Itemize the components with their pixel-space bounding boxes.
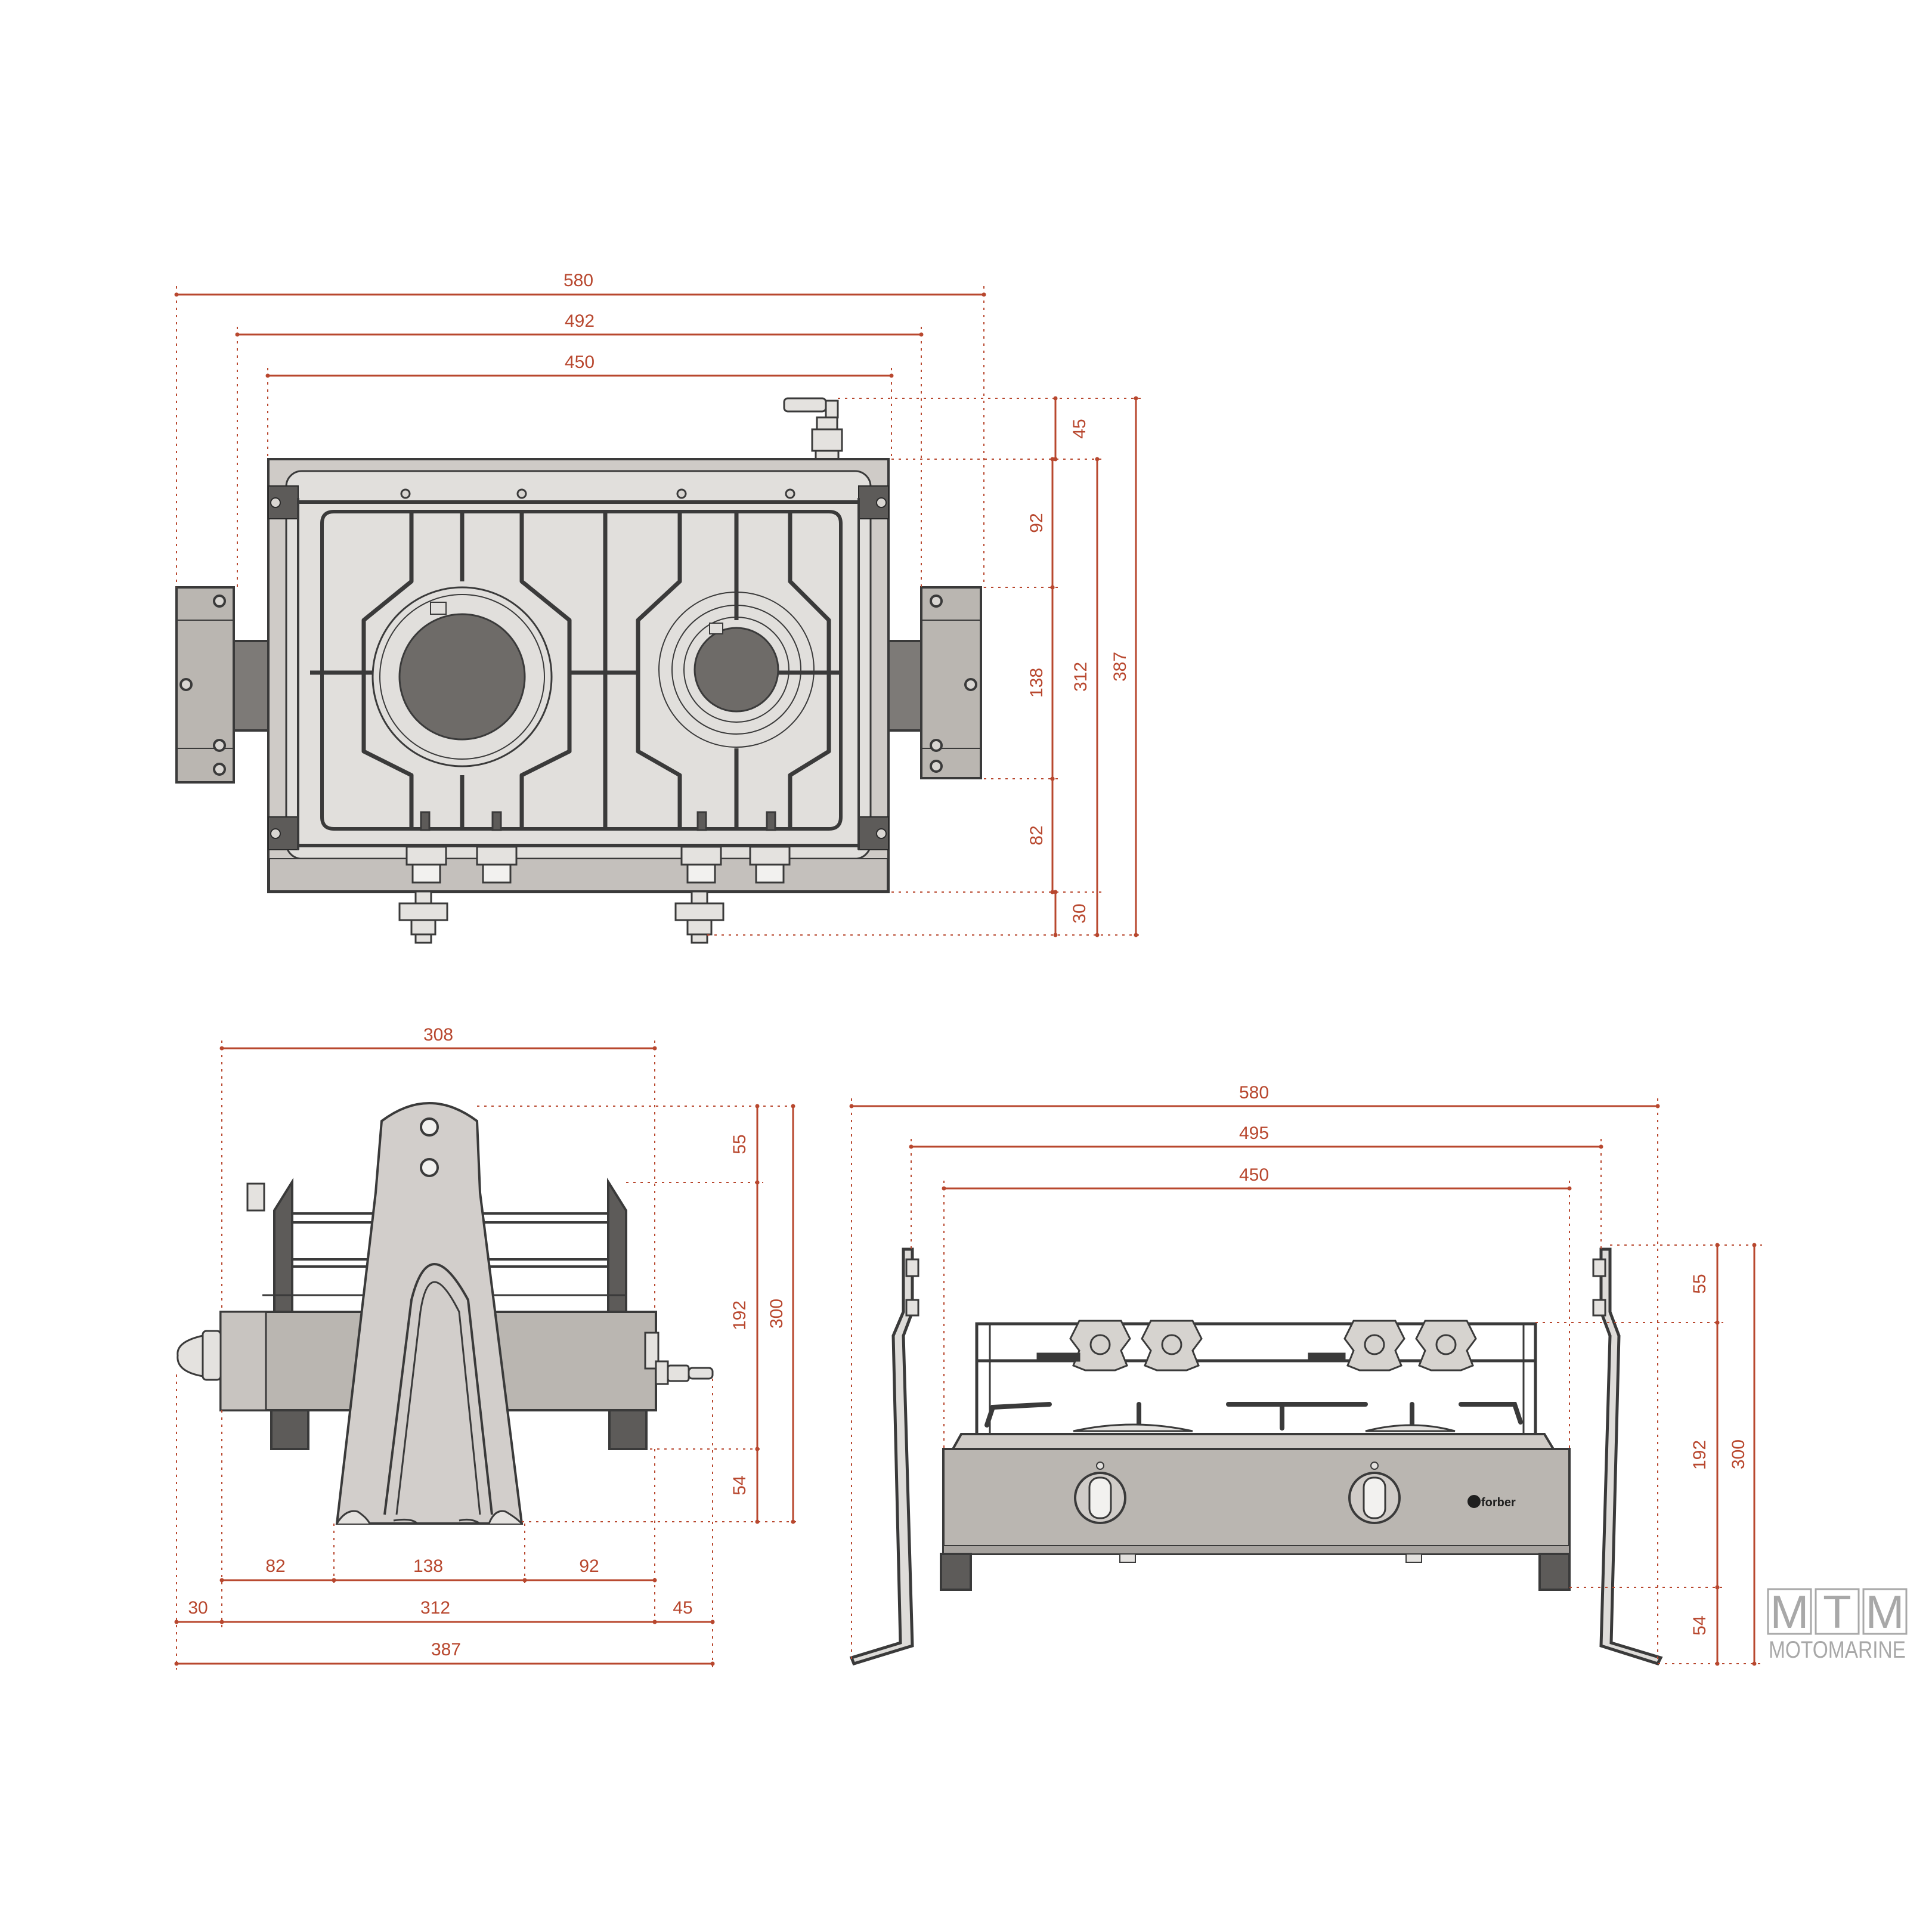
front-body xyxy=(940,1433,1571,1591)
side-view: 308 55 192 54 300 82 138 92 30 312 45 38… xyxy=(174,1025,799,1670)
left-gimbal-bracket xyxy=(175,586,271,784)
side-height-bottom: 54 xyxy=(730,1475,750,1495)
front-height-bottom: 54 xyxy=(1690,1615,1710,1635)
right-gimbal-bracket xyxy=(887,586,982,779)
logo-letter-2: T xyxy=(1823,1586,1852,1638)
front-width-frame: 495 xyxy=(1239,1123,1269,1143)
brand-label-text: forber xyxy=(1481,1496,1516,1509)
top-width-overall: 580 xyxy=(564,271,593,290)
side-gimbal-bracket xyxy=(335,1102,524,1525)
top-depth-hob: 312 xyxy=(1071,662,1091,692)
side-height-top: 55 xyxy=(730,1134,750,1154)
logo-letter-3: M xyxy=(1866,1586,1905,1638)
side-rail-frame xyxy=(246,1178,627,1313)
large-burner xyxy=(371,586,553,767)
motomarine-logo: M T M MOTOMARINE xyxy=(1767,1586,1908,1663)
top-view: 580 492 450 45 92 138 82 30 312 387 xyxy=(174,271,1142,944)
pan-support-grid xyxy=(310,510,843,831)
front-brand-label: forber xyxy=(1467,1495,1516,1509)
logo-letter-1: M xyxy=(1770,1586,1809,1638)
top-view-width-dimensions xyxy=(174,286,986,587)
front-rail-knobs xyxy=(1036,1320,1477,1371)
side-bottom-middle: 138 xyxy=(413,1556,443,1576)
front-view-dimensions xyxy=(849,1098,1762,1666)
logo-name: MOTOMARINE xyxy=(1769,1637,1906,1663)
front-burner-caps xyxy=(1073,1423,1456,1432)
top-view-depth-dimensions xyxy=(707,396,1142,937)
front-pan-support xyxy=(984,1402,1523,1431)
front-height-top: 55 xyxy=(1690,1274,1710,1293)
pot-holder-rail xyxy=(297,488,860,850)
top-view-knob-stems xyxy=(405,811,791,884)
corner-clips xyxy=(268,485,889,850)
top-width-hob: 450 xyxy=(565,352,595,372)
top-width-frame: 492 xyxy=(565,311,595,331)
top-depth-gas-inlet: 45 xyxy=(1070,419,1089,438)
gas-inlet-fitting xyxy=(783,397,843,460)
side-bottom-front: 82 xyxy=(265,1556,285,1576)
side-bottom-rear: 92 xyxy=(579,1556,599,1576)
front-view: forber 580 495 450 55 192 54 300 xyxy=(849,1083,1762,1666)
top-view-control-knobs xyxy=(398,890,724,944)
side-height-middle: 192 xyxy=(730,1301,750,1330)
side-bottom-overall: 387 xyxy=(431,1640,461,1659)
small-burner xyxy=(658,592,815,748)
front-width-overall: 580 xyxy=(1239,1083,1269,1103)
front-height-middle: 192 xyxy=(1690,1440,1710,1470)
side-bottom-knob: 30 xyxy=(188,1598,208,1618)
side-control-knob xyxy=(177,1330,222,1381)
side-gas-inlet xyxy=(655,1360,714,1385)
side-height-overall: 300 xyxy=(767,1299,787,1329)
front-control-knobs xyxy=(1074,1462,1401,1524)
front-width-hob: 450 xyxy=(1239,1165,1269,1185)
top-depth-knobs: 30 xyxy=(1070,903,1089,923)
top-depth-overall: 387 xyxy=(1110,652,1130,682)
side-bottom-inlet: 45 xyxy=(673,1598,692,1618)
top-depth-rear: 92 xyxy=(1027,513,1046,532)
side-bottom-hob: 312 xyxy=(420,1598,450,1618)
top-depth-front: 82 xyxy=(1027,825,1046,845)
front-height-overall: 300 xyxy=(1729,1439,1748,1469)
side-view-dimensions xyxy=(174,1041,799,1670)
side-width-top: 308 xyxy=(423,1025,453,1045)
top-depth-middle: 138 xyxy=(1027,668,1046,698)
brand-dot-icon xyxy=(1467,1495,1481,1508)
